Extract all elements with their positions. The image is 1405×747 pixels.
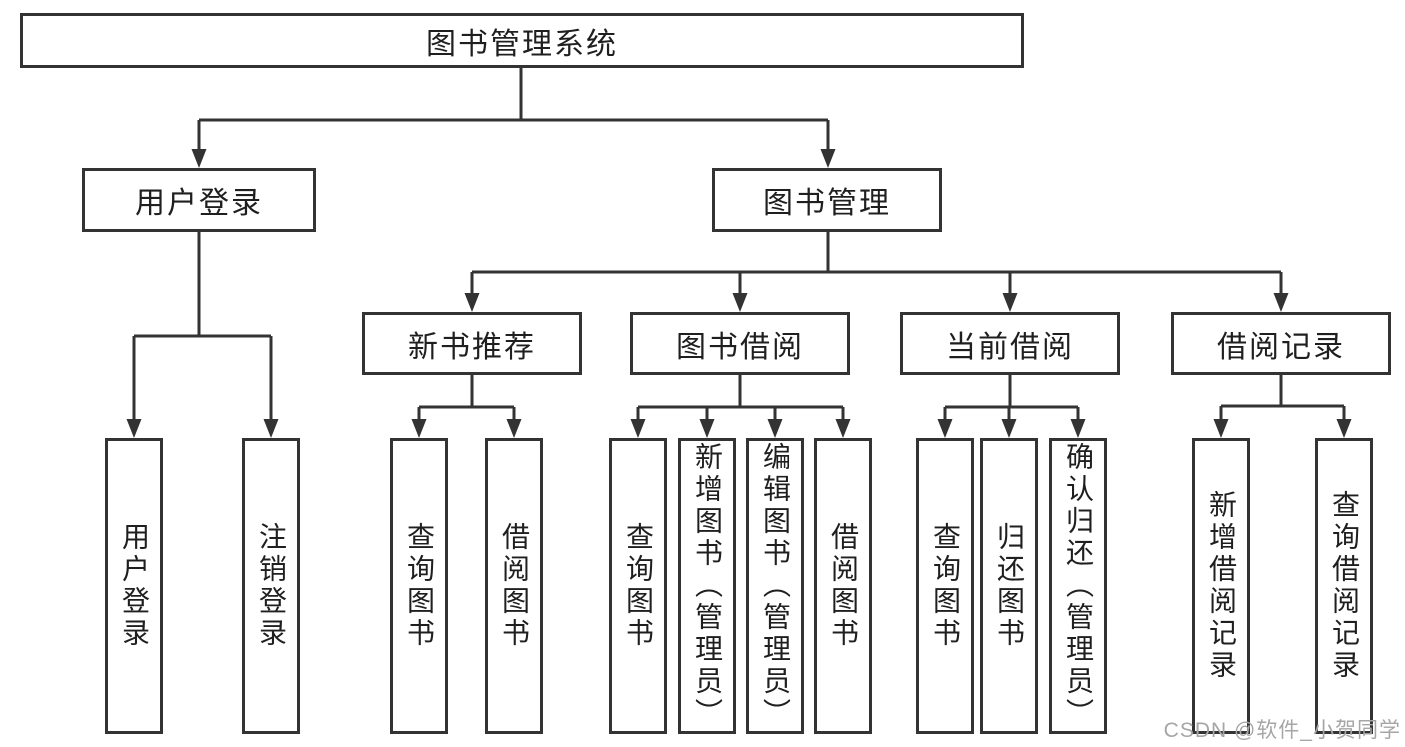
arrow-down-icon xyxy=(506,419,522,438)
node-new-book-recommend: 新书推荐 xyxy=(362,312,582,375)
connector-segments xyxy=(132,68,1346,424)
leaf-borrow-books-recommend: 借阅图书 xyxy=(485,438,543,734)
arrow-down-icon xyxy=(732,293,748,312)
leaf-add-book-admin: 新增图书（管理员） xyxy=(678,438,736,734)
arrow-down-icon xyxy=(767,419,783,438)
leaf-user-login: 用户登录 xyxy=(105,438,163,734)
leaf-edit-book-admin: 编辑图书（管理员） xyxy=(746,438,804,734)
arrow-down-icon xyxy=(464,293,480,312)
node-borrow-records: 借阅记录 xyxy=(1171,312,1391,375)
arrow-down-icon xyxy=(411,419,427,438)
arrow-down-icon xyxy=(937,419,953,438)
arrow-down-icon xyxy=(1002,293,1018,312)
leaf-query-books-current: 查询图书 xyxy=(916,438,974,734)
arrow-down-icon xyxy=(699,419,715,438)
node-current-borrowing: 当前借阅 xyxy=(900,312,1120,375)
arrow-down-icon xyxy=(1001,419,1017,438)
leaf-query-books-borrowing: 查询图书 xyxy=(609,438,667,734)
arrow-down-icon xyxy=(1213,419,1229,438)
leaf-return-books: 归还图书 xyxy=(980,438,1038,734)
arrow-down-icon xyxy=(126,419,142,438)
leaf-borrow-books-borrowing: 借阅图书 xyxy=(814,438,872,734)
arrow-down-icon xyxy=(263,419,279,438)
arrow-down-icon xyxy=(1273,293,1289,312)
leaf-query-books-recommend: 查询图书 xyxy=(390,438,448,734)
arrow-down-icon xyxy=(835,419,851,438)
node-user-login-branch: 用户登录 xyxy=(82,168,316,232)
arrow-down-icon xyxy=(630,419,646,438)
arrowhead-icons xyxy=(126,149,1352,438)
watermark: CSDN @软件_小贺同学 xyxy=(1163,719,1401,742)
node-library-system: 图书管理系统 xyxy=(20,13,1024,68)
leaf-query-borrow-record: 查询借阅记录 xyxy=(1315,438,1373,734)
arrow-down-icon xyxy=(1070,419,1086,438)
node-book-borrowing: 图书借阅 xyxy=(630,312,850,375)
arrow-down-icon xyxy=(1336,419,1352,438)
leaf-add-borrow-record: 新增借阅记录 xyxy=(1192,438,1250,734)
arrow-down-icon xyxy=(820,149,836,168)
leaf-logout: 注销登录 xyxy=(242,438,300,734)
leaf-confirm-return-admin: 确认归还（管理员） xyxy=(1049,438,1107,734)
arrow-down-icon xyxy=(191,149,207,168)
node-book-management: 图书管理 xyxy=(712,168,942,232)
